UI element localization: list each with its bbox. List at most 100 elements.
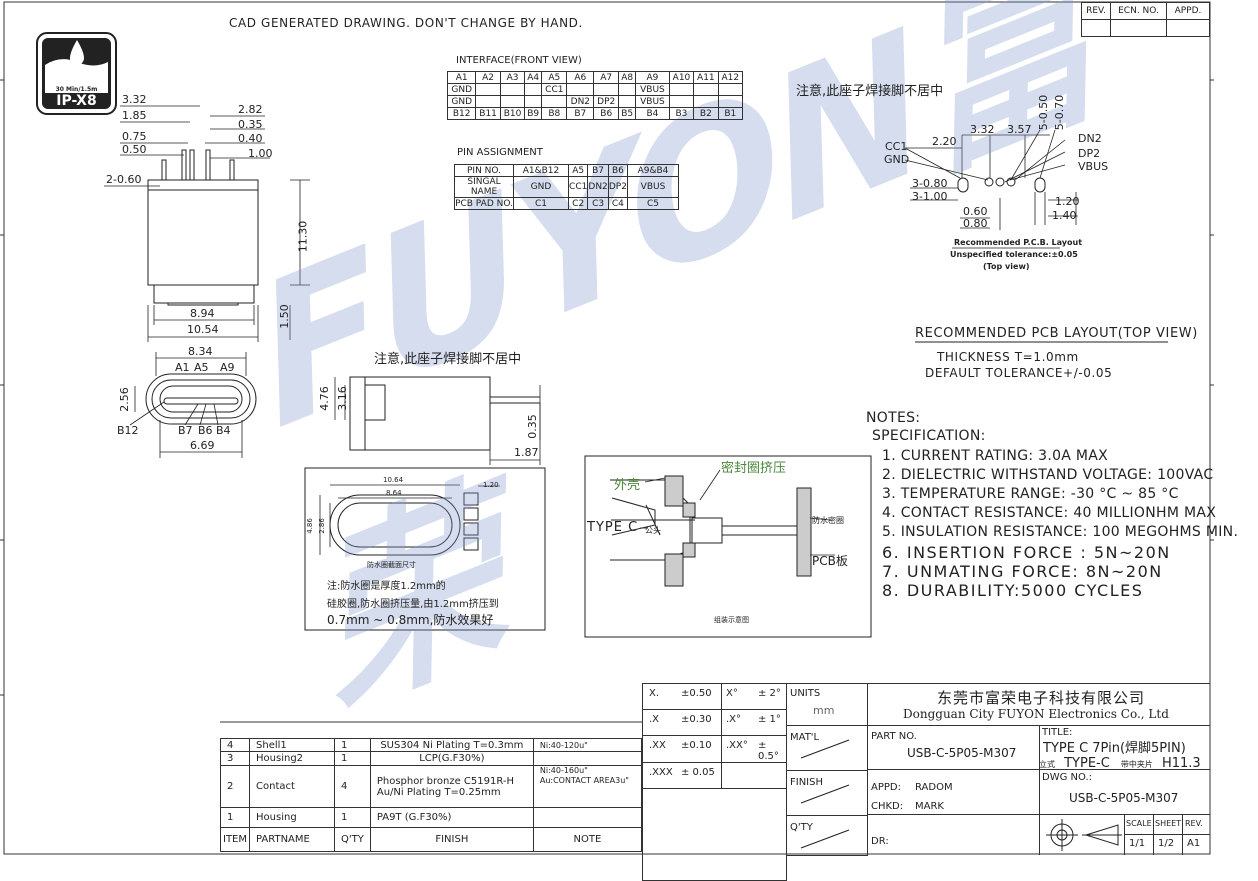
label-gasket: 防水密圈 [812, 516, 844, 525]
scale-label: SCALE [1126, 819, 1152, 828]
tol-val: ± 0.05 [677, 762, 722, 789]
label-pcb: PCB板 [812, 554, 848, 568]
signal-cell [541, 95, 568, 108]
pin-cell: C2 [567, 197, 589, 210]
pin-label: B6 [198, 424, 213, 437]
signal-cell [693, 95, 719, 108]
bom-row: 3 Housing2 1 LCP(G.F30%) [219, 751, 643, 766]
signal-cell [717, 95, 744, 108]
signal-cell: GND [446, 95, 477, 108]
gasket-note: 注:防水圈是厚度1.2mm的 [327, 581, 446, 592]
rev-col: REV. [1081, 2, 1111, 20]
dim-label: 5-0.50 [1037, 94, 1051, 131]
dim-label: 0.80 [963, 217, 988, 230]
bom-finish: LCP(G.F30%) [369, 751, 534, 766]
note-item: 6. INSERTION FORCE : 5N~20N [882, 543, 1171, 562]
matl-cell: MAT'L [787, 726, 867, 771]
dim-label: 2-0.60 [106, 173, 142, 186]
pcb-label: CC1 [885, 140, 908, 153]
note-item: 3. TEMPERATURE RANGE: -30 °C ~ 85 °C [882, 486, 1179, 502]
label-seal: 密封圈挤压 [721, 461, 787, 476]
pin-cell: B9 [524, 107, 543, 120]
bom-qty: 1 [334, 807, 371, 828]
ip-badge-rating: IP-X8 [56, 93, 97, 109]
dim-label: 1.87 [514, 446, 539, 459]
pin-label: B7 [178, 424, 193, 437]
dim-label: 0.75 [122, 130, 147, 143]
label-type-c: TYPE C [587, 520, 639, 535]
tol-key: X. [642, 683, 677, 710]
signal-cell [499, 83, 526, 96]
pin-cell: B10 [499, 107, 526, 120]
signal-cell [618, 95, 637, 108]
dim-label: 3-1.00 [912, 190, 948, 203]
pin-cell: GND [513, 176, 569, 198]
appd-value: RADOM [915, 782, 953, 793]
dim-label: 3.32 [970, 123, 995, 136]
signal-cell [593, 83, 620, 96]
section-caption: 组装示意图 [714, 616, 749, 624]
title-label: TITLE: [1042, 727, 1073, 738]
company-cn: 东莞市富荣电子科技有限公司 [937, 689, 1146, 707]
mid-side-view [334, 376, 541, 465]
note-item: 7. UNMATING FORCE: 8N~20N [882, 562, 1163, 581]
title-line2: 立式 TYPE-C 带中夹片 H11.3 [1039, 752, 1201, 771]
dim-label: 10.64 [383, 476, 404, 484]
pin-cell: B1 [717, 107, 744, 120]
tol-val: ±0.30 [677, 709, 722, 736]
units-label: UNITS [790, 688, 821, 699]
tol-key2 [721, 762, 756, 789]
ip-badge: 30 Min/1.5m IP-X8 [42, 86, 111, 109]
cn-note-top: 注意,此座子焊接脚不居中 [796, 84, 944, 99]
dim-label: 3.57 [1007, 123, 1032, 136]
pin-cell: CC1 [567, 176, 589, 198]
header-note: CAD GENERATED DRAWING. DON'T CHANGE BY H… [229, 16, 583, 30]
pcb-label: DP2 [1078, 147, 1101, 160]
front-view [129, 352, 257, 458]
dim-label: 1.20 [1055, 195, 1080, 208]
pin-cell: B2 [693, 107, 719, 120]
rev-cell [1081, 19, 1111, 37]
note-item: 2. DIELECTRIC WITHSTAND VOLTAGE: 100VAC [882, 467, 1214, 483]
tol-val2: ± 2° [756, 683, 787, 710]
pcb-label: GND [884, 153, 910, 166]
appd-cell [1166, 19, 1210, 37]
signal-cell: GND [446, 83, 477, 96]
signal-cell [499, 95, 526, 108]
signal-cell [668, 95, 695, 108]
dim-label: 4.76 [317, 386, 331, 411]
notes-title: NOTES: [866, 410, 921, 426]
dim-label: 1.85 [122, 109, 147, 122]
signal-cell [566, 83, 595, 96]
tol-val2: ± 0.5° [756, 735, 787, 763]
pin-cell: A1 [446, 71, 477, 84]
title-line1: TYPE C 7Pin(焊脚5PIN) [1043, 741, 1186, 756]
ecn-cell [1110, 19, 1167, 37]
sheet-value: 1/2 [1158, 838, 1175, 849]
revision-table: REV. ECN. NO. APPD. [1081, 2, 1210, 37]
part-no-label: PART NO. [871, 731, 917, 742]
pin-cell: B6 [593, 107, 620, 120]
ecn-col: ECN. NO. [1110, 2, 1167, 20]
finish-label: FINISH [790, 777, 823, 788]
matl-label: MAT'L [790, 732, 820, 743]
tol-val2 [756, 762, 787, 789]
dim-label: 0.40 [238, 132, 263, 145]
dim-label: 1.20 [483, 481, 499, 489]
tol-key: .XX [642, 735, 677, 763]
pin-cell: B7 [587, 164, 609, 177]
signal-cell [524, 83, 543, 96]
signal-cell [475, 83, 501, 96]
pin-cell: A8 [618, 71, 637, 84]
bom-row: 1 Housing 1 PA9T (G.F30%) [219, 807, 643, 828]
notes-spec: SPECIFICATION: [872, 428, 986, 444]
dim-label: 8.94 [190, 307, 215, 320]
dim-label: 3.32 [122, 93, 147, 106]
sheet-label: SHEET [1155, 819, 1182, 828]
appd-label: APPD: [871, 782, 901, 793]
